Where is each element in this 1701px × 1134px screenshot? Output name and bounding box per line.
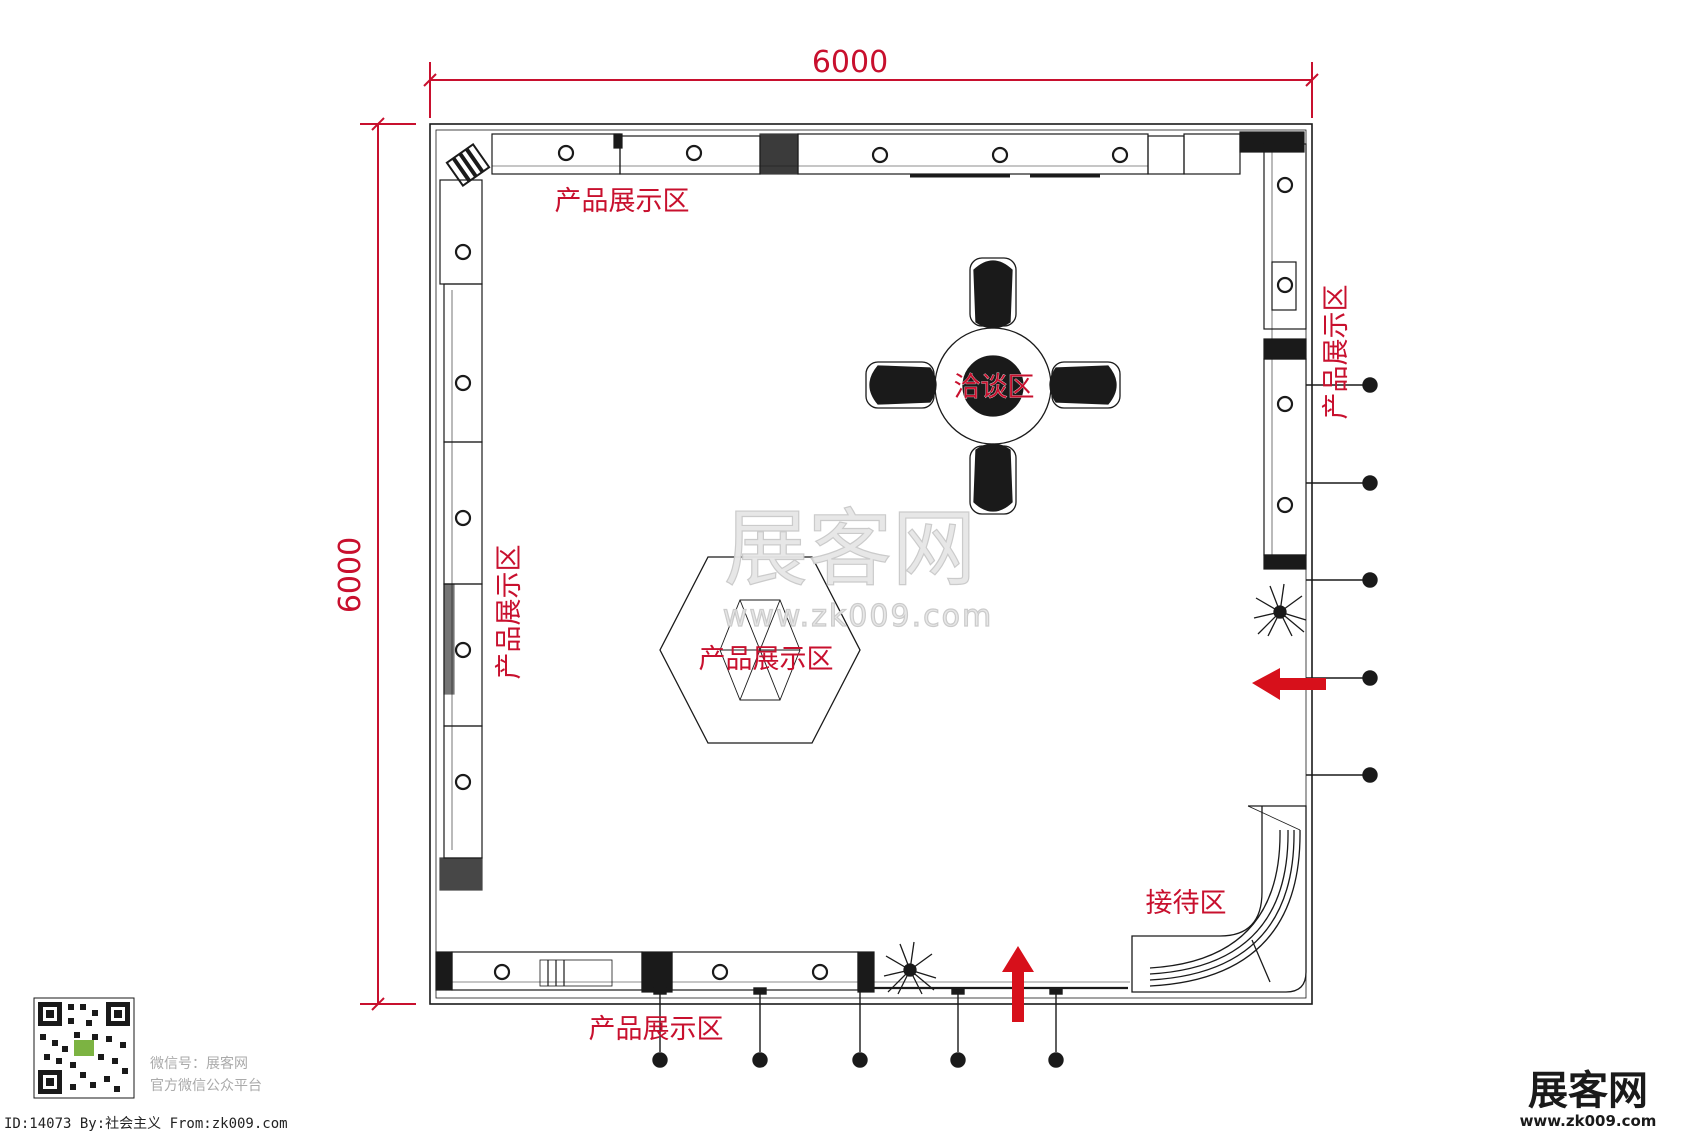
chair-icon xyxy=(969,257,1017,329)
hexagon-display-stand xyxy=(659,556,861,744)
bottom-display-wall xyxy=(435,951,1130,993)
wechat-desc: 官方微信公众平台 xyxy=(150,1078,262,1094)
camera-icon xyxy=(445,142,491,188)
top-dimension: 6000 xyxy=(423,45,1319,118)
spotlight-icon xyxy=(950,1052,966,1068)
zone-label-right-display: 产品展示区 xyxy=(1321,285,1352,420)
top-dimension-label: 6000 xyxy=(812,45,888,80)
spotlight-icon xyxy=(711,963,729,981)
spotlight-icon xyxy=(1362,767,1378,783)
left-dimension-label: 6000 xyxy=(333,537,368,613)
top-display-wall xyxy=(491,131,1305,178)
chair-icon xyxy=(969,443,1017,515)
spotlight-icon xyxy=(454,243,472,261)
spotlight-icon xyxy=(1048,1052,1064,1068)
qr-code-icon xyxy=(33,997,135,1099)
spotlight-icon xyxy=(1362,670,1378,686)
left-display-wall xyxy=(439,179,483,891)
spotlight-icon xyxy=(991,146,1009,164)
zone-label-bottom-display: 产品展示区 xyxy=(589,1014,724,1045)
zone-label-negotiation: 洽谈区 xyxy=(954,372,1035,403)
spotlight-icon xyxy=(811,963,829,981)
zone-label-reception: 接待区 xyxy=(1146,888,1227,919)
spotlight-icon xyxy=(1111,146,1129,164)
spotlight-icon xyxy=(454,773,472,791)
spotlight-icon xyxy=(454,509,472,527)
plant-icon xyxy=(1253,583,1307,637)
site-logo: 展客网 www.zk009.com xyxy=(1520,1068,1657,1130)
chair-icon xyxy=(865,361,937,409)
spotlight-icon xyxy=(1362,377,1378,393)
spotlight-icon xyxy=(454,641,472,659)
watermark-title: 展客网 xyxy=(724,500,976,598)
spotlight-icon xyxy=(493,963,511,981)
chair-icon xyxy=(1049,361,1121,409)
left-dimension: 6000 xyxy=(333,117,416,1011)
watermark-url: www.zk009.com xyxy=(723,599,993,634)
credit-line: ID:14073 By:社会主义 From:zk009.com xyxy=(4,1116,288,1132)
plant-icon xyxy=(883,941,937,995)
bottom-external-lights xyxy=(652,987,1064,1068)
entrance-arrow-icon xyxy=(1252,668,1326,700)
spotlight-icon xyxy=(1362,572,1378,588)
spotlight-icon xyxy=(454,374,472,392)
spotlight-icon xyxy=(685,144,703,162)
spotlight-icon xyxy=(557,144,575,162)
zone-label-center-display: 产品展示区 xyxy=(699,644,834,675)
zone-label-top-display: 产品展示区 xyxy=(555,186,690,217)
spotlight-icon xyxy=(1276,276,1294,294)
spotlight-icon xyxy=(752,1052,768,1068)
spotlight-icon xyxy=(852,1052,868,1068)
spotlight-icon xyxy=(1276,395,1294,413)
logo-url: www.zk009.com xyxy=(1520,1112,1657,1130)
reception-desk xyxy=(1131,805,1307,993)
entrance-arrow-icon xyxy=(1002,946,1034,1022)
wechat-id: 微信号：展客网 xyxy=(150,1055,248,1072)
spotlight-icon xyxy=(1276,176,1294,194)
zone-label-left-display: 产品展示区 xyxy=(494,545,525,680)
spotlight-icon xyxy=(1362,475,1378,491)
negotiation-table xyxy=(865,257,1121,515)
logo-title: 展客网 xyxy=(1528,1068,1648,1114)
right-display-wall xyxy=(1263,143,1307,570)
spotlight-icon xyxy=(1276,496,1294,514)
spotlight-icon xyxy=(871,146,889,164)
spotlight-icon xyxy=(652,1052,668,1068)
right-external-lights xyxy=(1306,377,1378,783)
watermark: 展客网 www.zk009.com xyxy=(722,499,993,634)
